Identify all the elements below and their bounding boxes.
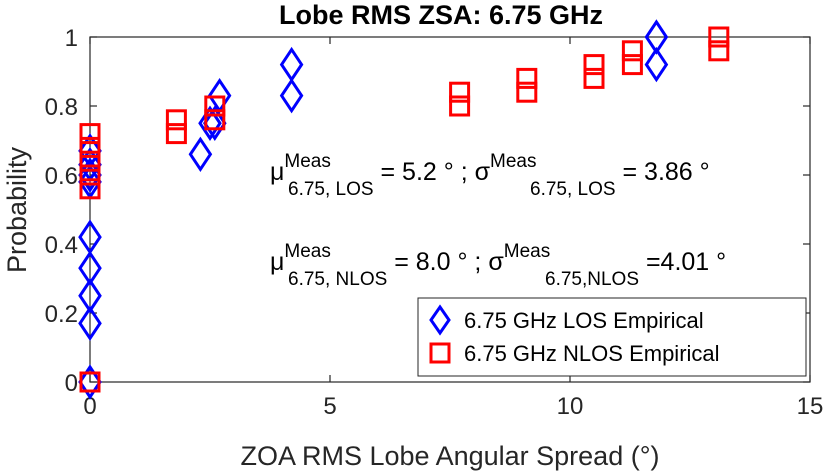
nlos-sigma-superscript: Meas [504, 241, 550, 262]
los-diamond-marker [644, 46, 669, 83]
nlos-mu-value: = 8.0 ° ; [387, 248, 488, 276]
nlos-square-marker [449, 81, 471, 103]
x-axis-label: ZOA RMS Lobe Angular Spread (°) [240, 441, 659, 471]
los-diamond-marker [202, 105, 227, 141]
nlos-square-marker [79, 136, 101, 158]
los-diamond-marker [78, 364, 102, 400]
y-tick-label: 0.4 [45, 232, 78, 259]
los-diamond-marker [198, 105, 222, 141]
los-mu-value: = 5.2 ° ; [374, 158, 475, 186]
legend-box [417, 297, 807, 377]
los-sigma-value: = 3.86 ° [616, 158, 710, 186]
chart-title: Lobe RMS ZSA: 6.75 GHz [279, 0, 603, 30]
los-diamond-marker [188, 136, 213, 173]
nlos-square-marker [165, 123, 187, 145]
nlos-square-marker [621, 40, 643, 62]
nlos-sigma-symbol: σ [488, 248, 504, 276]
y-axis-label: Probability [2, 146, 32, 273]
y-tick-label: 0.2 [45, 301, 78, 328]
nlos-square-marker [516, 67, 538, 89]
nlos-square-marker [708, 26, 730, 48]
los-mu-subscript: 6.75, LOS [288, 179, 374, 200]
los-diamond-marker [78, 219, 102, 255]
nlos-mu-symbol: μ [270, 248, 284, 276]
nlos-square-marker [708, 40, 730, 62]
nlos-square-marker [583, 54, 605, 76]
nlos-square-marker [79, 178, 101, 200]
x-tick-label: 0 [83, 393, 96, 420]
plot-area-frame [89, 36, 811, 383]
y-tick-label: 0.6 [45, 163, 78, 190]
nlos-square-marker [165, 109, 187, 131]
los-sigma-superscript: Meas [490, 151, 536, 172]
los-diamond-marker [644, 19, 669, 55]
los-diamond-marker [78, 278, 102, 314]
legend: 6.75 GHz LOS Empirical 6.75 GHz NLOS Emp… [417, 297, 807, 377]
x-tick-label: 10 [557, 393, 584, 420]
legend-label-nlos: 6.75 GHz NLOS Empirical [464, 341, 720, 366]
y-tick-label: 0 [65, 370, 78, 397]
x-tick-label: 15 [797, 393, 824, 420]
nlos-square-marker [621, 54, 643, 76]
nlos-square-marker [79, 150, 101, 172]
nlos-square-marker [204, 95, 226, 117]
los-diamond-marker [78, 250, 102, 286]
los-diamond-marker [279, 77, 304, 114]
legend-square-icon [429, 342, 451, 364]
nlos-sigma-value: =4.01 ° [639, 248, 726, 276]
los-diamond-marker [279, 46, 304, 83]
nlos-mu-superscript: Meas [284, 241, 330, 262]
legend-diamond-icon [429, 304, 451, 336]
nlos-square-marker [449, 95, 471, 117]
legend-label-los: 6.75 GHz LOS Empirical [464, 308, 704, 333]
los-sigma-subscript: 6.75, LOS [530, 179, 616, 200]
y-tick-label: 1 [65, 25, 78, 52]
x-tick-label: 5 [323, 393, 336, 420]
nlos-square-marker [583, 67, 605, 89]
los-mu-superscript: Meas [284, 151, 330, 172]
nlos-mu-subscript: 6.75, NLOS [288, 269, 387, 290]
los-mu-symbol: μ [270, 158, 284, 186]
data-markers [78, 19, 730, 400]
y-tick-label: 0.8 [45, 94, 78, 121]
nlos-square-marker [204, 109, 226, 131]
nlos-square-marker [516, 81, 538, 103]
nlos-square-marker [79, 164, 101, 186]
nlos-square-marker [79, 123, 101, 145]
los-diamond-marker [78, 305, 102, 342]
los-sigma-symbol: σ [475, 158, 491, 186]
nlos-square-marker [79, 371, 101, 393]
nlos-sigma-subscript: 6.75,NLOS [545, 269, 639, 290]
